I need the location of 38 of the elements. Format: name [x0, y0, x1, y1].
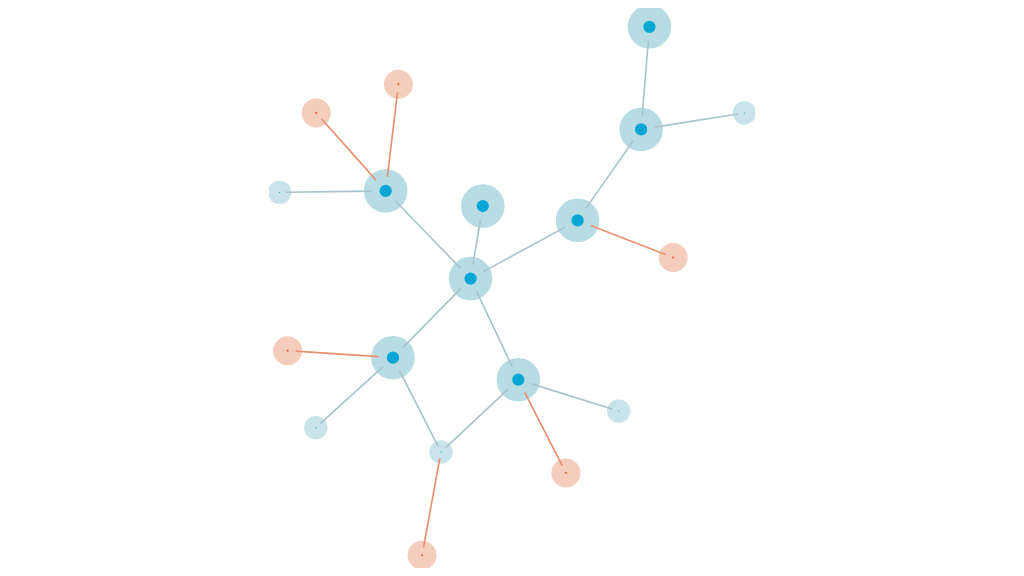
connector: [394, 200, 462, 269]
connector: [320, 118, 377, 182]
node-circle: [269, 180, 292, 205]
node-circle: [448, 256, 493, 301]
connector: [319, 366, 384, 425]
connector: [472, 219, 482, 266]
node-circle: [496, 357, 541, 402]
connector: [530, 383, 614, 411]
node-circle: [627, 8, 672, 49]
connector: [641, 40, 650, 117]
node-circle: [555, 198, 600, 243]
connector: [398, 369, 439, 448]
connector: [654, 113, 739, 129]
node-circle: [429, 440, 453, 464]
node-circle: [383, 69, 413, 99]
connector: [482, 226, 566, 273]
connector: [285, 190, 373, 194]
node-circle: [371, 335, 415, 380]
node-circle: [273, 336, 303, 366]
node-circle: [363, 169, 408, 213]
connector: [584, 140, 634, 210]
connector: [402, 287, 462, 349]
connector: [386, 91, 399, 178]
node-circle: [461, 184, 505, 228]
connector: [444, 388, 509, 449]
node-circle: [607, 399, 631, 423]
connector: [475, 290, 514, 368]
node-circle: [658, 243, 688, 272]
node-circle: [407, 540, 437, 568]
node-circle: [304, 415, 328, 440]
connector: [422, 457, 441, 549]
node-circle: [551, 458, 581, 488]
node-circle: [301, 98, 331, 128]
connector: [294, 350, 380, 358]
node-circle: [732, 101, 755, 125]
connector: [523, 391, 564, 467]
node-circle: [619, 107, 663, 152]
connector: [590, 224, 667, 256]
